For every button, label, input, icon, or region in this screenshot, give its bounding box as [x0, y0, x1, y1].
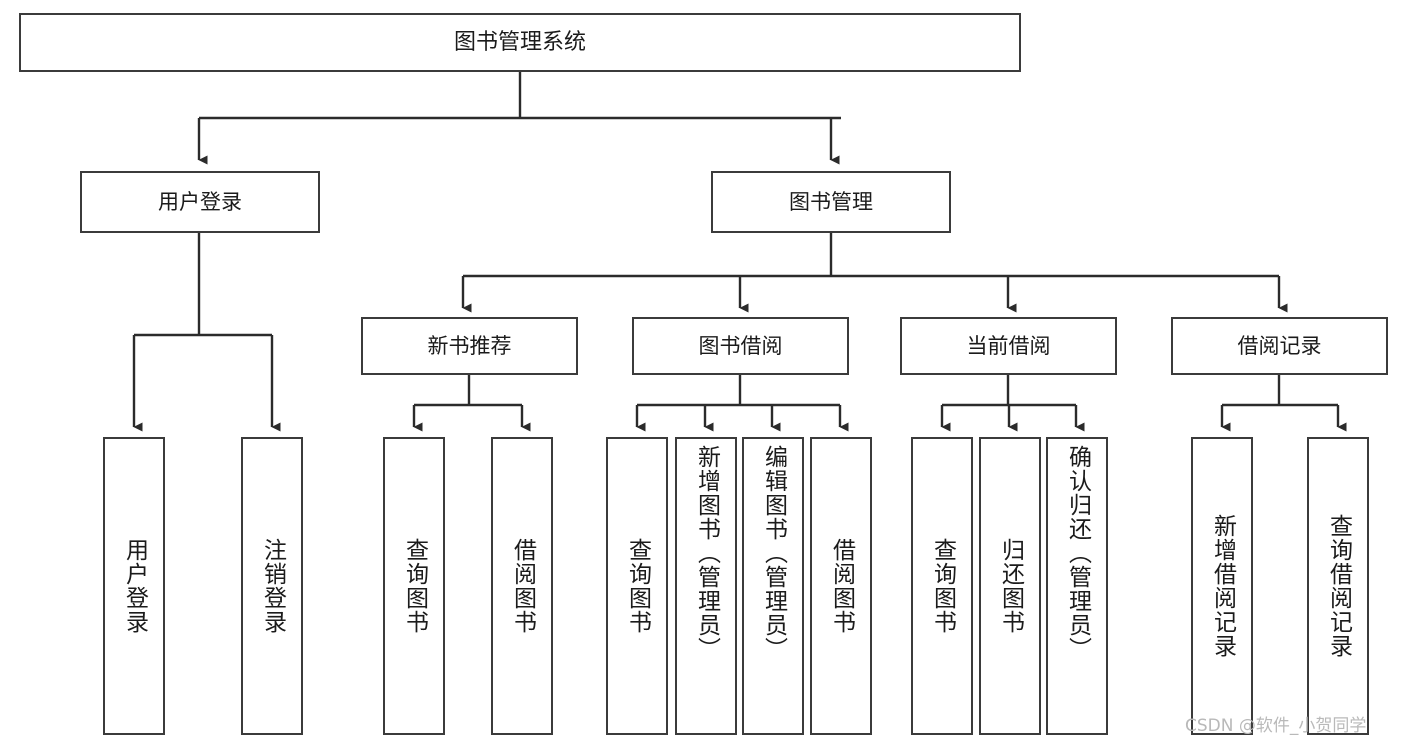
leaf-record-query-borrow-record[interactable]: 查询借阅记录 — [1307, 437, 1369, 735]
node-label: 用户登录 — [158, 189, 242, 214]
node-label: 新增图书（管理员） — [693, 445, 720, 661]
node-current-borrow[interactable]: 当前借阅 — [900, 317, 1117, 375]
leaf-current-confirm-return-admin[interactable]: 确认归还（管理员） — [1046, 437, 1108, 735]
node-borrow-record[interactable]: 借阅记录 — [1171, 317, 1388, 375]
node-label: 查询图书 — [624, 538, 651, 634]
leaf-current-return-book[interactable]: 归还图书 — [979, 437, 1041, 735]
node-label: 借阅记录 — [1237, 333, 1322, 358]
node-label: 图书管理系统 — [453, 29, 586, 55]
leaf-recommend-query-book[interactable]: 查询图书 — [383, 437, 445, 735]
node-label: 当前借阅 — [966, 333, 1051, 358]
leaf-recommend-borrow-book[interactable]: 借阅图书 — [491, 437, 553, 735]
leaf-user-logout[interactable]: 注销登录 — [241, 437, 303, 735]
leaf-borrow-query-book[interactable]: 查询图书 — [606, 437, 668, 735]
node-label: 用户登录 — [121, 538, 148, 634]
node-new-book-recommend[interactable]: 新书推荐 — [361, 317, 578, 375]
node-label: 查询借阅记录 — [1325, 514, 1352, 658]
leaf-current-query-book[interactable]: 查询图书 — [911, 437, 973, 735]
node-label: 归还图书 — [997, 538, 1024, 634]
node-label: 查询图书 — [401, 538, 428, 634]
leaf-borrow-edit-book-admin[interactable]: 编辑图书（管理员） — [742, 437, 804, 735]
node-label: 确认归还（管理员） — [1064, 445, 1091, 661]
node-label: 注销登录 — [259, 538, 286, 634]
node-root-book-management-system[interactable]: 图书管理系统 — [19, 13, 1021, 72]
node-book-management[interactable]: 图书管理 — [711, 171, 951, 233]
leaf-user-login[interactable]: 用户登录 — [103, 437, 165, 735]
node-label: 图书管理 — [789, 189, 873, 214]
node-label: 图书借阅 — [698, 333, 783, 358]
node-label: 借阅图书 — [828, 538, 855, 634]
node-label: 查询图书 — [929, 538, 956, 634]
node-user-login[interactable]: 用户登录 — [80, 171, 320, 233]
leaf-borrow-borrow-book[interactable]: 借阅图书 — [810, 437, 872, 735]
watermark-text: CSDN @软件_小贺同学 — [1185, 716, 1367, 736]
leaf-borrow-add-book-admin[interactable]: 新增图书（管理员） — [675, 437, 737, 735]
leaf-record-add-borrow-record[interactable]: 新增借阅记录 — [1191, 437, 1253, 735]
node-label: 编辑图书（管理员） — [760, 445, 787, 661]
node-book-borrow[interactable]: 图书借阅 — [632, 317, 849, 375]
node-label: 借阅图书 — [509, 538, 536, 634]
node-label: 新书推荐 — [427, 333, 512, 358]
node-label: 新增借阅记录 — [1209, 514, 1236, 658]
